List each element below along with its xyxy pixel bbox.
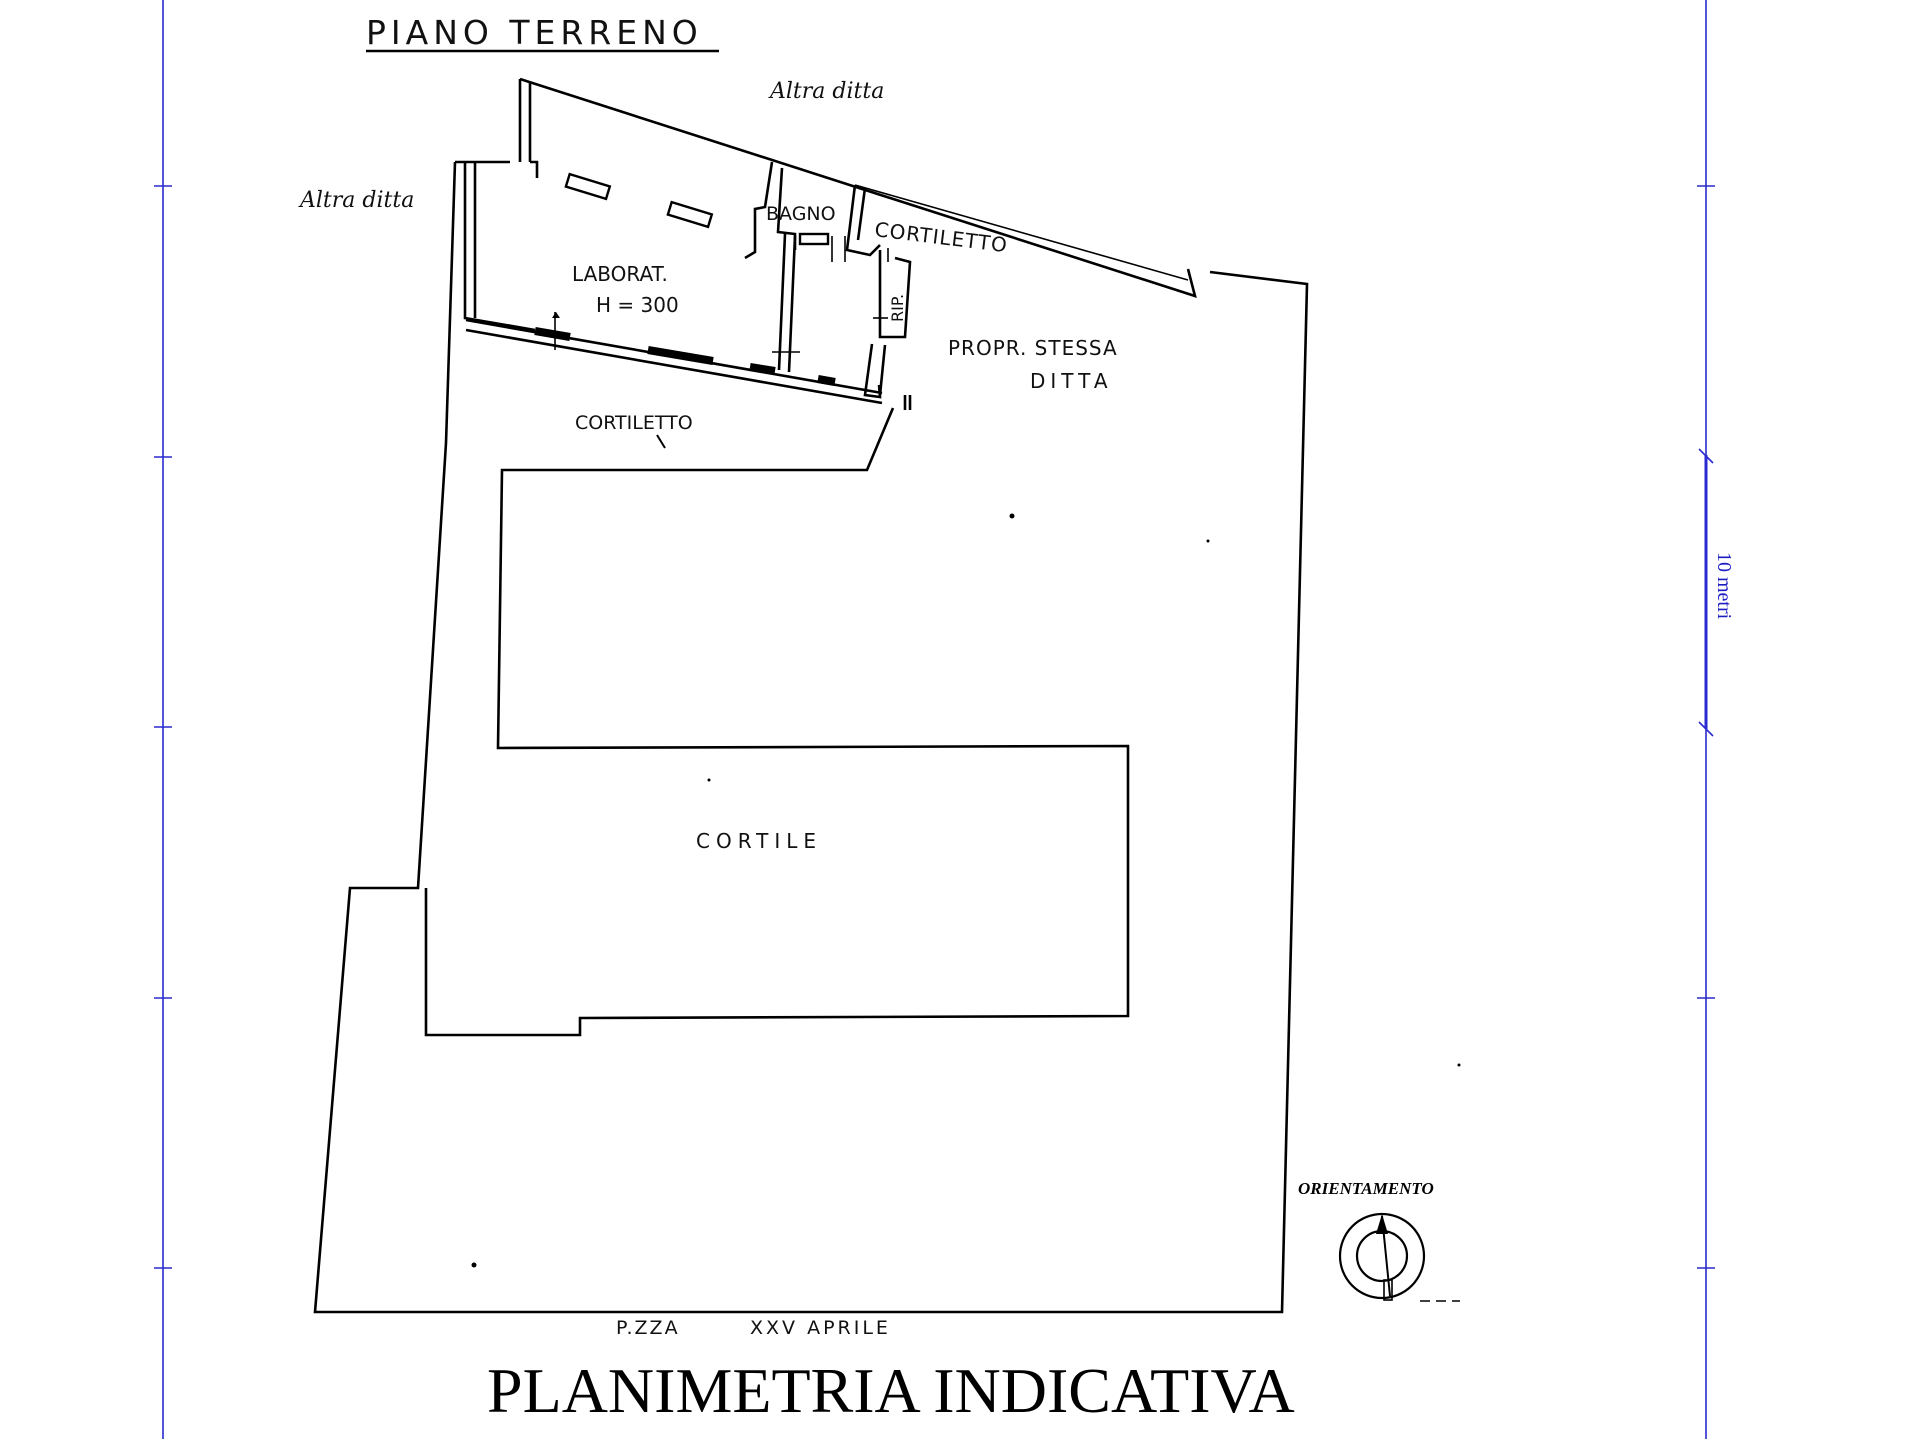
room-label-lab-height: H = 300 [596,293,679,317]
room-label-same-owner-2: DITTA [1030,369,1113,393]
scale-bar-label: 10 metri [1713,552,1735,620]
orientation-group: ORIENTAMENTO [1298,1179,1460,1302]
site-boundary [313,161,1309,1314]
floor-heading-group: PIANO TERRENO [366,13,719,53]
orientation-label: ORIENTAMENTO [1298,1179,1434,1198]
courtyard-outline [424,407,1130,1037]
neighbor-boundary-top [519,77,1197,298]
laboratory-block [455,79,912,410]
scale-bar: 10 metri [1698,448,1735,737]
street-prefix: P.ZZA [616,1317,680,1339]
compass-icon [1338,1212,1460,1302]
room-label-bathroom: BAGNO [766,203,836,225]
room-label-storage: RIP. [888,294,907,322]
floor-heading: PIANO TERRENO [366,13,703,52]
room-label-same-owner-1: PROPR. STESSA [948,336,1118,360]
neighbor-label-top: Altra ditta [768,79,884,104]
frame-rails [154,0,1715,1439]
room-label-courtyard: CORTILE [696,829,822,853]
main-title: PLANIMETRIA INDICATIVA [487,1355,1295,1426]
street-name: XXV APRILE [750,1317,891,1339]
room-label-small-court-lower: CORTILETTO [575,412,693,434]
neighbor-label-left: Altra ditta [298,188,414,213]
room-label-lab-name: LABORAT. [572,262,668,286]
